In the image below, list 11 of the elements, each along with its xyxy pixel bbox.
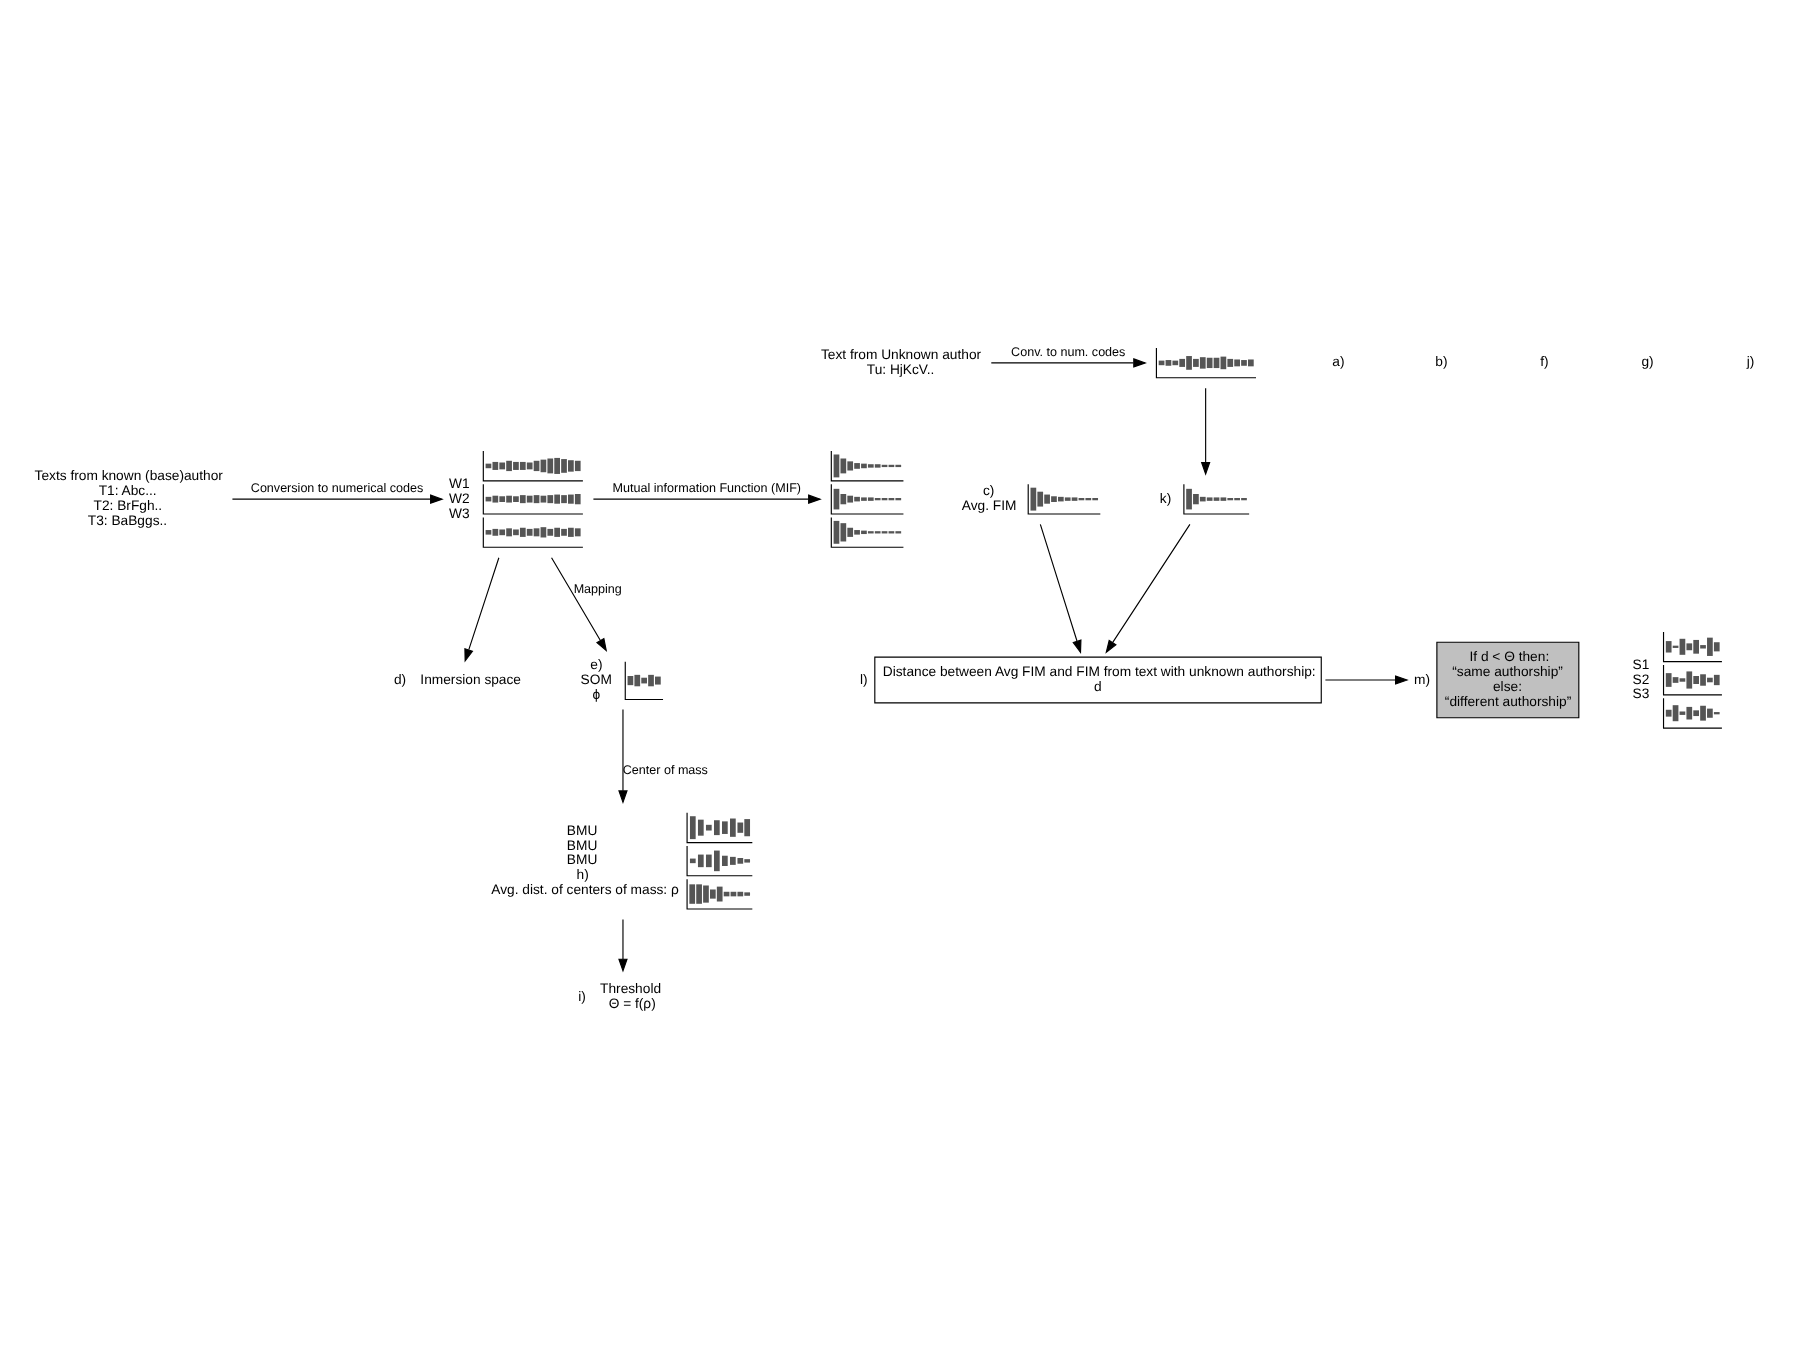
arrow — [231, 493, 444, 503]
arrow — [551, 556, 608, 651]
arrow — [990, 357, 1147, 367]
arrow — [1200, 386, 1211, 475]
arrow — [1105, 522, 1191, 653]
arrow — [592, 493, 822, 503]
arrow — [1039, 522, 1082, 653]
arrow — [618, 918, 628, 972]
arrow — [464, 556, 500, 662]
arrow — [1324, 674, 1409, 684]
arrow — [618, 707, 628, 804]
